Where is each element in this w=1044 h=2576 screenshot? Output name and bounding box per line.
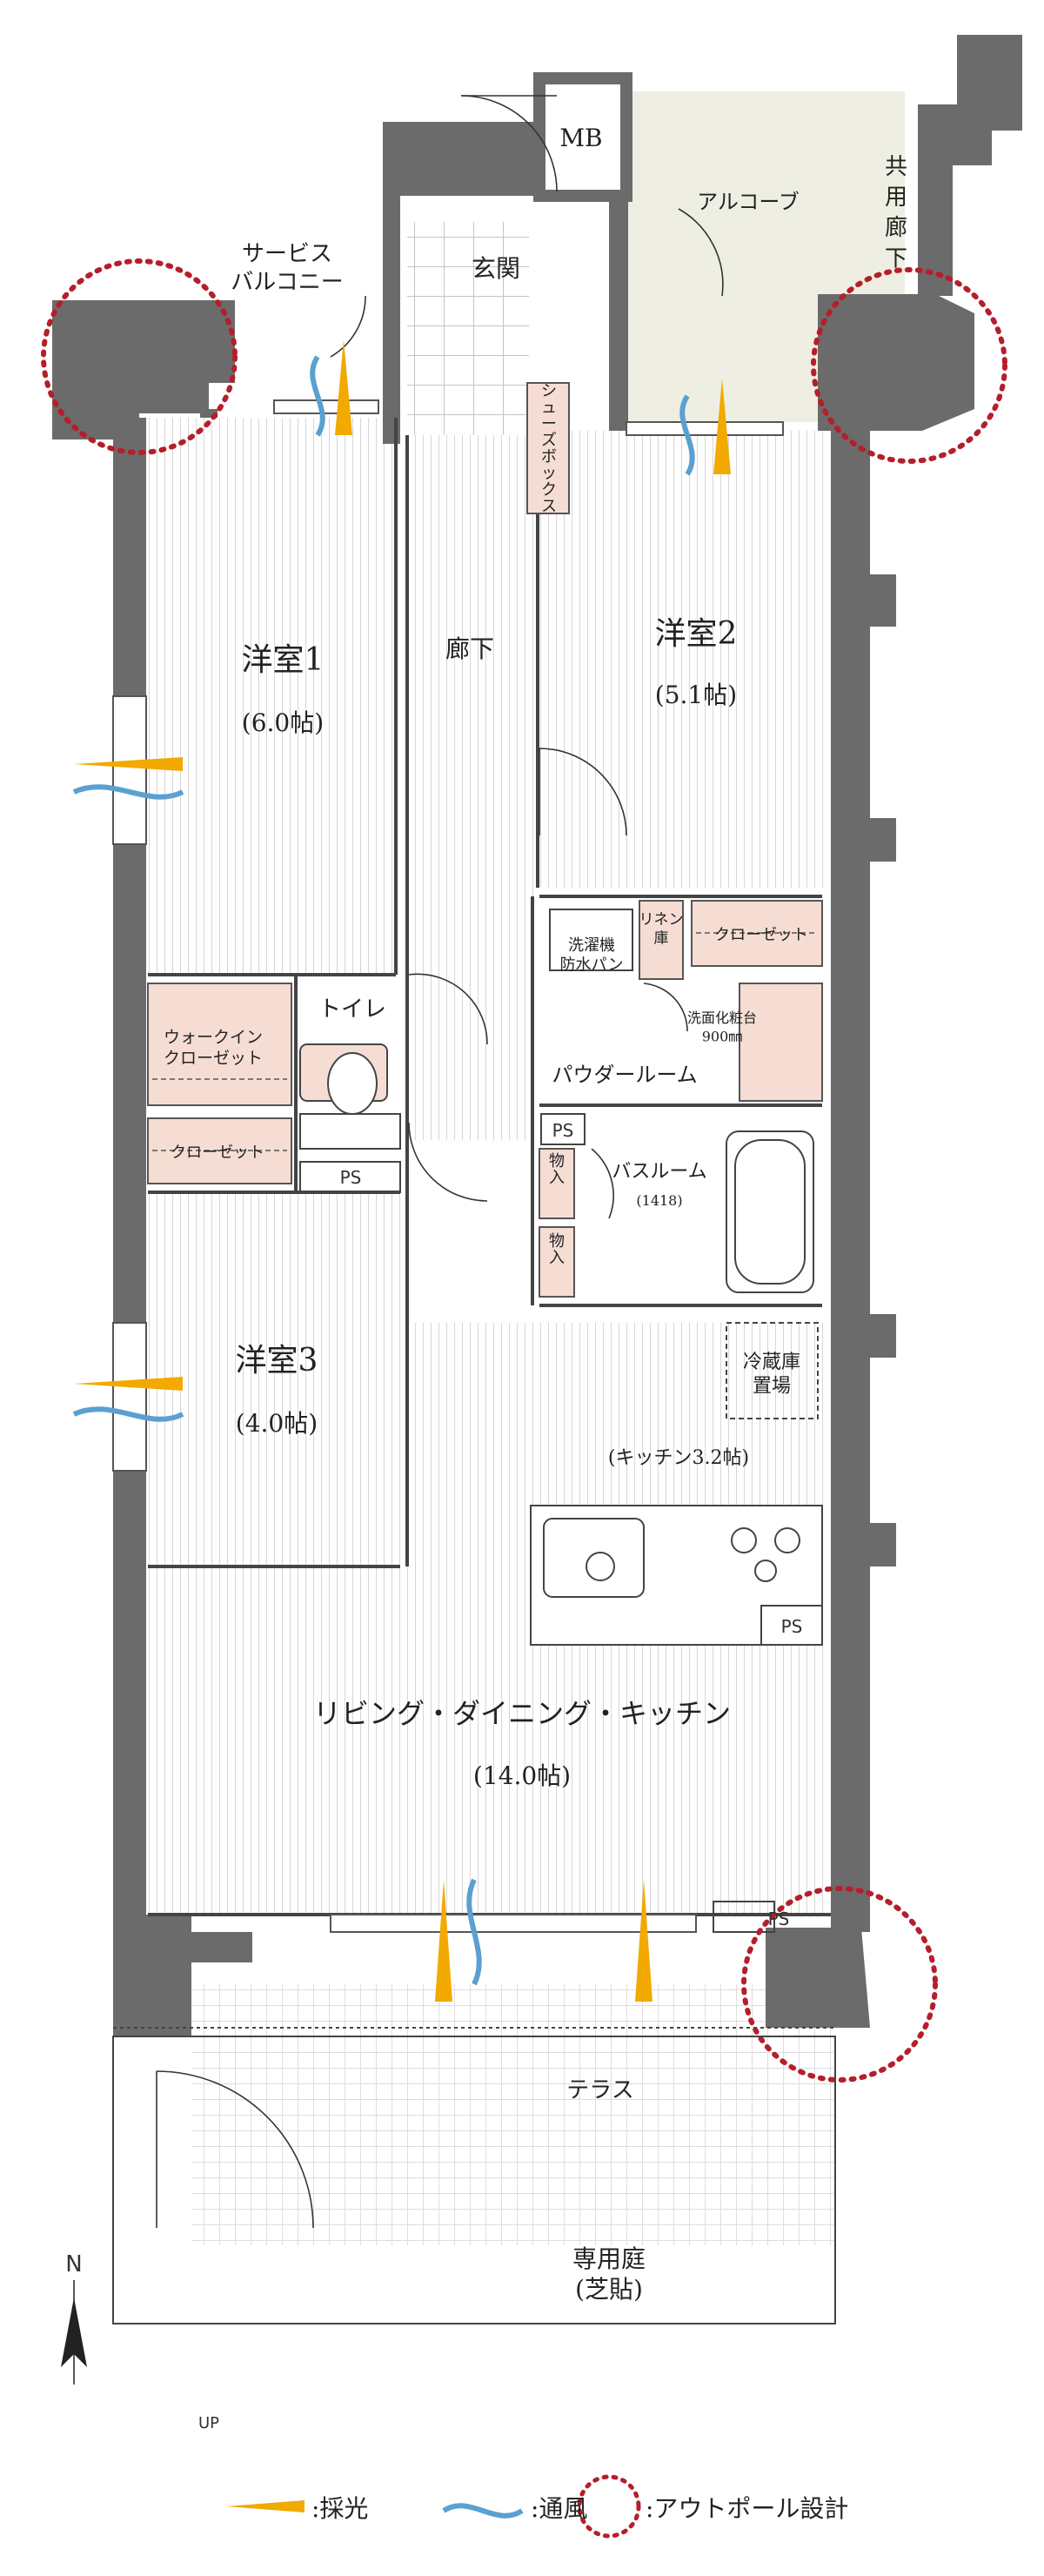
label-closet-room3: クローゼット <box>171 1144 264 1162</box>
toilet-bowl <box>327 1052 378 1115</box>
label-storage2: 物入 <box>549 1232 565 1267</box>
label-mb: MB <box>559 124 602 152</box>
north-arrow <box>61 2280 87 2385</box>
label-linen: リネン庫 <box>639 911 684 947</box>
wall-column-ne <box>818 294 974 431</box>
terrace-floor <box>191 1984 835 2245</box>
label-ps-toilet: PS <box>340 1167 362 1188</box>
ps-kitchen-box <box>760 1605 823 1646</box>
ps-bath-box <box>540 1113 586 1145</box>
label-closet-room2: クローゼット <box>714 926 808 944</box>
wall-bottom-slab <box>113 1932 252 1962</box>
label-bathroom: バスルーム <box>612 1161 706 1183</box>
shoes-box-block <box>526 382 570 514</box>
partitions <box>148 418 831 1916</box>
label-garden: 専用庭(芝貼) <box>572 2244 646 2304</box>
washer-pan <box>549 909 633 971</box>
wind-arrows <box>72 355 695 1986</box>
vanity-block <box>739 983 823 1102</box>
wall-column-se <box>766 1928 870 2028</box>
label-shoes-box: シューズボックス <box>541 382 557 515</box>
wall-mb-box <box>533 72 632 202</box>
label-ps-terrace: PS <box>768 1909 790 1929</box>
walls <box>52 35 1022 2036</box>
label-ldk-name: リビング・ダイニング・キッチン <box>313 1697 731 1730</box>
legend-light-icon <box>226 2500 304 2512</box>
outpole-se <box>741 1886 938 2083</box>
label-fridge: 冷蔵庫置場 <box>743 1352 800 1398</box>
legend-wind-label: :通風 <box>531 2494 587 2523</box>
label-storage1: 物入 <box>549 1152 565 1187</box>
label-walkin-closet: ウォークインクローゼット <box>164 1028 263 1068</box>
label-ps-bath: PS <box>552 1120 574 1141</box>
kitchen-counter <box>530 1505 823 1646</box>
label-kitchen: (キッチン3.2帖) <box>608 1447 749 1469</box>
legend-outpole-label: :アウトポール設計 <box>646 2494 848 2523</box>
label-room2-name: 洋室2 <box>655 616 738 652</box>
label-powder-room: パウダールーム <box>552 1063 697 1087</box>
floor-areas <box>148 91 905 2245</box>
wall-corridor-right <box>918 35 1022 296</box>
linen-block <box>639 900 684 980</box>
bath-floor <box>544 1123 822 1297</box>
entrance-floor <box>407 222 529 435</box>
label-common-corridor: 共用廊下 <box>885 154 907 272</box>
label-terrace: テラス <box>566 2077 633 2103</box>
legend-light-label: :採光 <box>311 2494 368 2523</box>
legend-wind-icon <box>442 2503 524 2519</box>
bathtub <box>726 1130 814 1293</box>
label-toilet: トイレ <box>318 996 386 1023</box>
label-bath-size: (1418) <box>636 1192 682 1209</box>
storage2-block <box>539 1226 575 1298</box>
label-room2-size: (5.1帖) <box>655 681 737 709</box>
label-entrance: 玄関 <box>472 254 520 283</box>
wall-column-nw <box>52 300 235 439</box>
label-room1-name: 洋室1 <box>242 642 325 678</box>
legend-marks <box>226 2474 641 2539</box>
outpole-ne <box>811 267 1007 464</box>
closet-walkin-block <box>147 983 292 1106</box>
garden <box>112 2027 836 2324</box>
fixtures <box>299 909 823 1933</box>
wall-entry-left <box>383 196 400 444</box>
label-service-balcony: サービスバルコニー <box>231 241 343 296</box>
label-room1-size: (6.0帖) <box>242 708 324 737</box>
light-arrows <box>74 339 731 2002</box>
outpole-circles <box>41 258 1007 2083</box>
doors <box>156 95 724 2229</box>
label-washer: 洗濯機防水パン <box>560 936 624 975</box>
label-room3-size: (4.0帖) <box>236 1409 318 1438</box>
corridor-floor <box>407 426 538 1140</box>
windows <box>112 399 784 1933</box>
wall-right <box>831 431 896 1932</box>
closets <box>147 382 823 1298</box>
label-ps-kitchen: PS <box>781 1616 803 1637</box>
wall-entry-mid <box>609 196 628 431</box>
label-room3-name: 洋室3 <box>236 1343 318 1379</box>
fridge-space <box>726 1322 819 1419</box>
label-alcove: アルコーブ <box>697 190 800 214</box>
room2-floor <box>539 431 826 888</box>
legend-outpole-icon <box>577 2474 641 2539</box>
label-up: UP <box>198 2414 219 2432</box>
room1-floor <box>148 418 396 975</box>
label-corridor: 廊下 <box>445 634 494 663</box>
kitchen-sink <box>543 1518 645 1598</box>
outpole-nw <box>41 258 238 455</box>
wall-left-upper <box>113 418 146 1949</box>
label-north: N <box>65 2251 82 2277</box>
ps-toilet-box <box>299 1161 401 1193</box>
label-ldk-size: (14.0帖) <box>473 1761 571 1790</box>
storage1-block <box>539 1148 575 1219</box>
cooktop-burners <box>731 1527 800 1582</box>
